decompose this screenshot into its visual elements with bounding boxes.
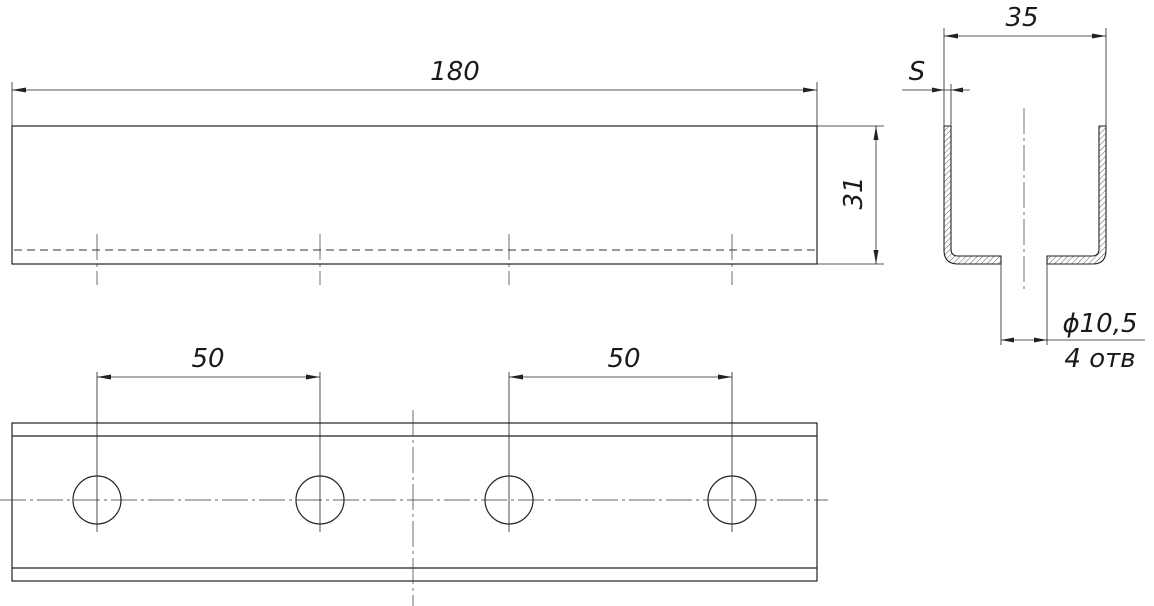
dimension-hole-spacing-left: 50: [97, 344, 320, 380]
dimension-length: 180: [11, 57, 818, 126]
dimension-thickness-label: S: [909, 57, 926, 87]
dimension-hole-count-label: 4 отв: [1064, 344, 1135, 374]
front-view-outline: [11, 125, 818, 265]
dimension-hole-spacing-left-label: 50: [191, 344, 224, 374]
section-profile-left: [943, 125, 1002, 265]
dimension-thickness: S: [902, 57, 970, 126]
dimension-hole: ϕ10,5 4 отв: [1001, 309, 1145, 374]
dimension-width: 35: [943, 3, 1107, 126]
dimension-length-label: 180: [430, 57, 480, 87]
dimension-width-label: 35: [1005, 3, 1038, 33]
dimension-hole-spacing-right: 50: [509, 344, 732, 380]
top-view-outline: [11, 422, 818, 582]
dimension-hole-spacing-right-label: 50: [607, 344, 640, 374]
front-view: [11, 125, 818, 285]
section-view: [943, 108, 1107, 345]
dimension-hole-diameter-label: ϕ10,5: [1062, 309, 1137, 339]
section-profile-right: [1046, 125, 1107, 265]
dimension-height-label: 31: [839, 176, 869, 209]
top-view: [0, 372, 828, 606]
dimension-height: 31: [817, 125, 884, 265]
